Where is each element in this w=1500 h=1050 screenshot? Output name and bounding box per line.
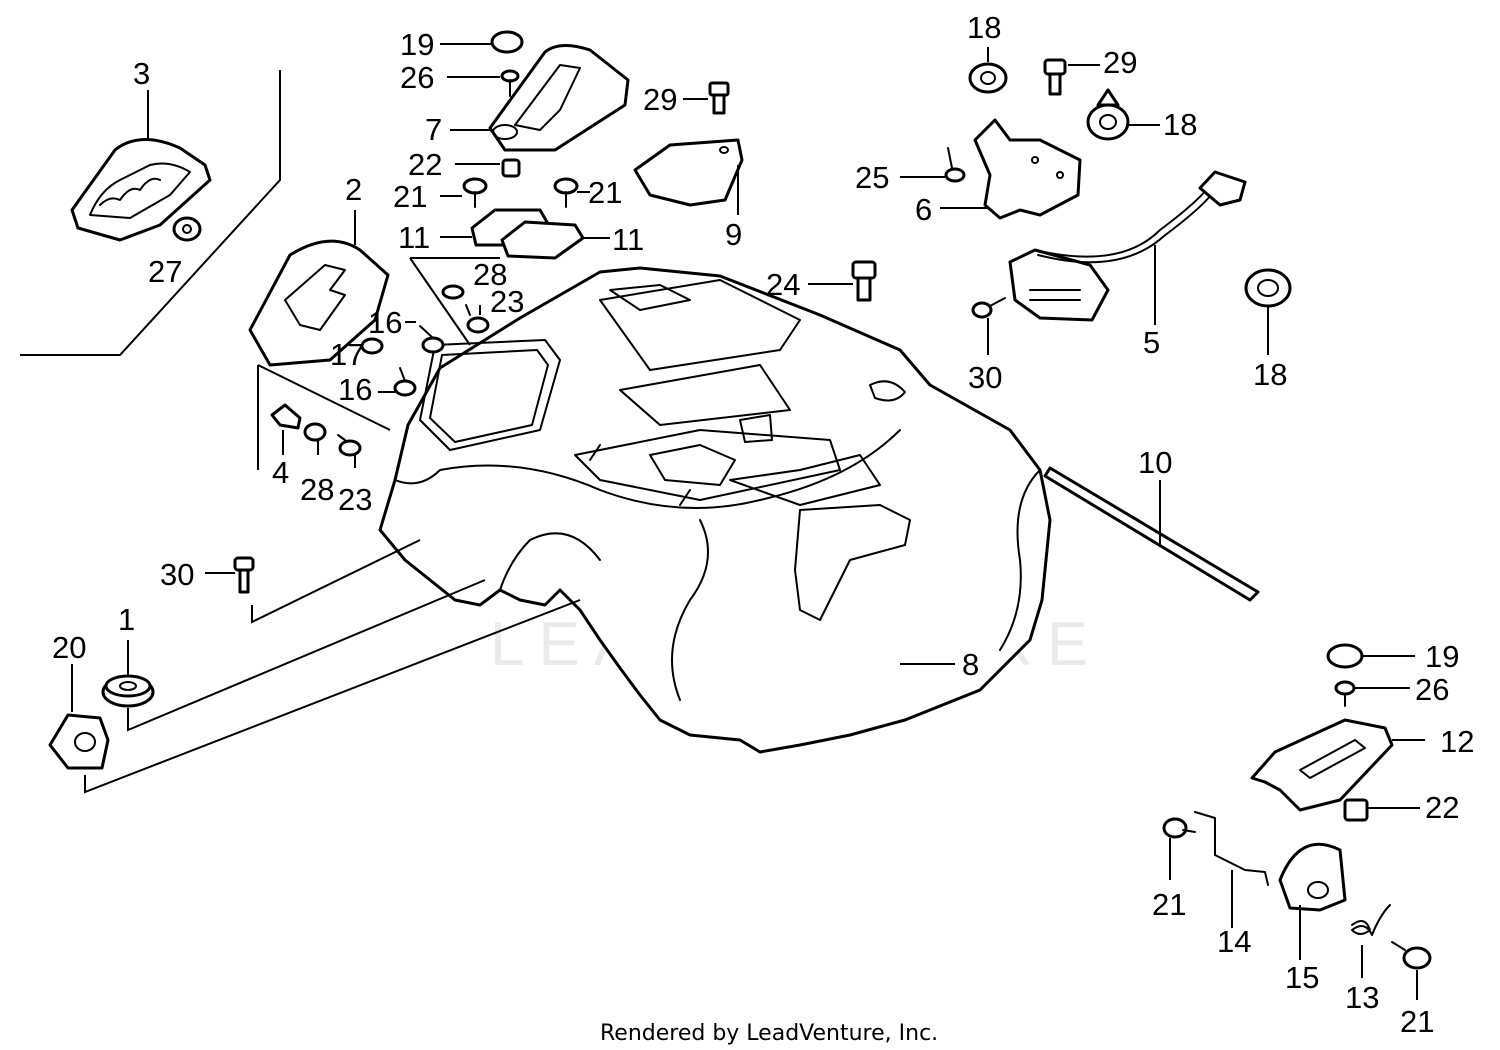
callout-13: 13 bbox=[1345, 980, 1379, 1015]
grommet-part-18-a bbox=[968, 62, 1008, 94]
grommet-part-18-c bbox=[1244, 268, 1292, 308]
rod-part-14 bbox=[1194, 811, 1269, 886]
callout-21: 21 bbox=[1400, 1004, 1434, 1039]
bolt-part-23-b bbox=[337, 434, 362, 457]
callout-21: 21 bbox=[393, 179, 427, 214]
callout-2: 2 bbox=[345, 172, 362, 207]
callout-26: 26 bbox=[1415, 672, 1449, 707]
callout-5: 5 bbox=[1143, 325, 1160, 360]
clip-part-22-bottom bbox=[1343, 798, 1369, 822]
bolt-part-29-top bbox=[708, 81, 730, 115]
cover-plate-part-9 bbox=[633, 138, 744, 207]
callout-17: 17 bbox=[330, 337, 364, 372]
callout-20: 20 bbox=[52, 630, 86, 665]
callout-28: 28 bbox=[473, 257, 507, 292]
mount-part-20 bbox=[48, 713, 110, 770]
group-bracket-3 bbox=[20, 70, 281, 356]
callout-22: 22 bbox=[408, 147, 442, 182]
callout-24: 24 bbox=[766, 267, 800, 302]
bolt-part-16-b bbox=[393, 367, 417, 397]
clamp-part-18-b bbox=[1086, 88, 1130, 141]
callout-19: 19 bbox=[400, 27, 434, 62]
callout-18: 18 bbox=[967, 10, 1001, 45]
callout-18: 18 bbox=[1163, 107, 1197, 142]
callout-18: 18 bbox=[1253, 357, 1287, 392]
callout-16: 16 bbox=[368, 305, 402, 340]
callout-1: 1 bbox=[118, 602, 135, 637]
leader-line-20-fender bbox=[84, 599, 581, 794]
callout-26: 26 bbox=[400, 60, 434, 95]
washer-part-28-a bbox=[441, 284, 465, 300]
washer-part-28-b bbox=[303, 422, 327, 442]
rivet-part-21-a bbox=[462, 177, 488, 208]
console-cover-part-3 bbox=[70, 138, 212, 242]
shift-guide-part-2 bbox=[248, 239, 390, 367]
callout-14: 14 bbox=[1217, 924, 1251, 959]
bolt-part-16-a bbox=[419, 325, 445, 354]
rivet-part-21-b bbox=[553, 177, 579, 208]
footer-credit: Rendered by LeadVenture, Inc. bbox=[600, 1021, 938, 1046]
callout-21: 21 bbox=[588, 175, 622, 210]
callout-6: 6 bbox=[915, 192, 932, 227]
callout-12: 12 bbox=[1440, 724, 1474, 759]
rear-fender-part-8 bbox=[378, 266, 1052, 754]
bracket-part-4 bbox=[270, 403, 302, 430]
callout-19: 19 bbox=[1425, 639, 1459, 674]
callout-25: 25 bbox=[855, 160, 889, 195]
bolt-part-24 bbox=[851, 260, 877, 302]
screw-part-30-right bbox=[971, 297, 1006, 319]
screw-part-25 bbox=[944, 147, 966, 183]
screw-part-26-top bbox=[500, 69, 520, 97]
callout-29: 29 bbox=[643, 82, 677, 117]
callout-10: 10 bbox=[1138, 445, 1172, 480]
callout-29: 29 bbox=[1103, 45, 1137, 80]
leader-line-30-fender bbox=[251, 539, 421, 624]
upper-cover-part-7 bbox=[488, 44, 630, 152]
group-bracket-4 bbox=[257, 364, 391, 470]
bolt-part-29-right bbox=[1043, 58, 1067, 96]
switch-harness-part-5 bbox=[1008, 170, 1247, 322]
callout-21: 21 bbox=[1152, 887, 1186, 922]
cap-part-19-top bbox=[490, 30, 524, 54]
cap-part-19-bottom bbox=[1326, 643, 1364, 669]
callout-30: 30 bbox=[160, 557, 194, 592]
callout-30: 30 bbox=[968, 360, 1002, 395]
callout-11: 11 bbox=[612, 222, 644, 257]
callout-27: 27 bbox=[148, 254, 182, 289]
callout-9: 9 bbox=[725, 217, 742, 252]
screw-part-30-left bbox=[233, 556, 255, 594]
callout-3: 3 bbox=[133, 56, 150, 91]
bolt-part-23-a bbox=[465, 304, 490, 334]
callout-7: 7 bbox=[425, 112, 442, 147]
callout-22: 22 bbox=[1425, 790, 1459, 825]
nut-part-27 bbox=[172, 216, 202, 242]
grommet-part-1 bbox=[101, 674, 155, 708]
washer-part-17 bbox=[360, 337, 384, 355]
callout-8: 8 bbox=[962, 647, 979, 682]
leader-line-1-fender bbox=[127, 579, 486, 732]
spring-part-13 bbox=[1351, 904, 1391, 936]
bracket-part-6 bbox=[973, 118, 1082, 220]
cam-part-15 bbox=[1278, 842, 1347, 912]
clip-part-22-top bbox=[501, 158, 521, 178]
callout-4: 4 bbox=[272, 455, 289, 490]
callout-11: 11 bbox=[398, 220, 430, 255]
rivet-part-21-c bbox=[1162, 817, 1196, 839]
callout-28: 28 bbox=[300, 472, 334, 507]
group-bracket-28 bbox=[409, 257, 500, 346]
callout-15: 15 bbox=[1285, 960, 1319, 995]
rod-part-10 bbox=[1043, 466, 1260, 602]
callout-23: 23 bbox=[490, 284, 524, 319]
callout-16: 16 bbox=[338, 372, 372, 407]
callout-23: 23 bbox=[338, 482, 372, 517]
screw-part-26-bottom bbox=[1334, 680, 1356, 707]
cover-part-12 bbox=[1250, 718, 1394, 812]
rivet-part-21-d bbox=[1391, 941, 1432, 970]
